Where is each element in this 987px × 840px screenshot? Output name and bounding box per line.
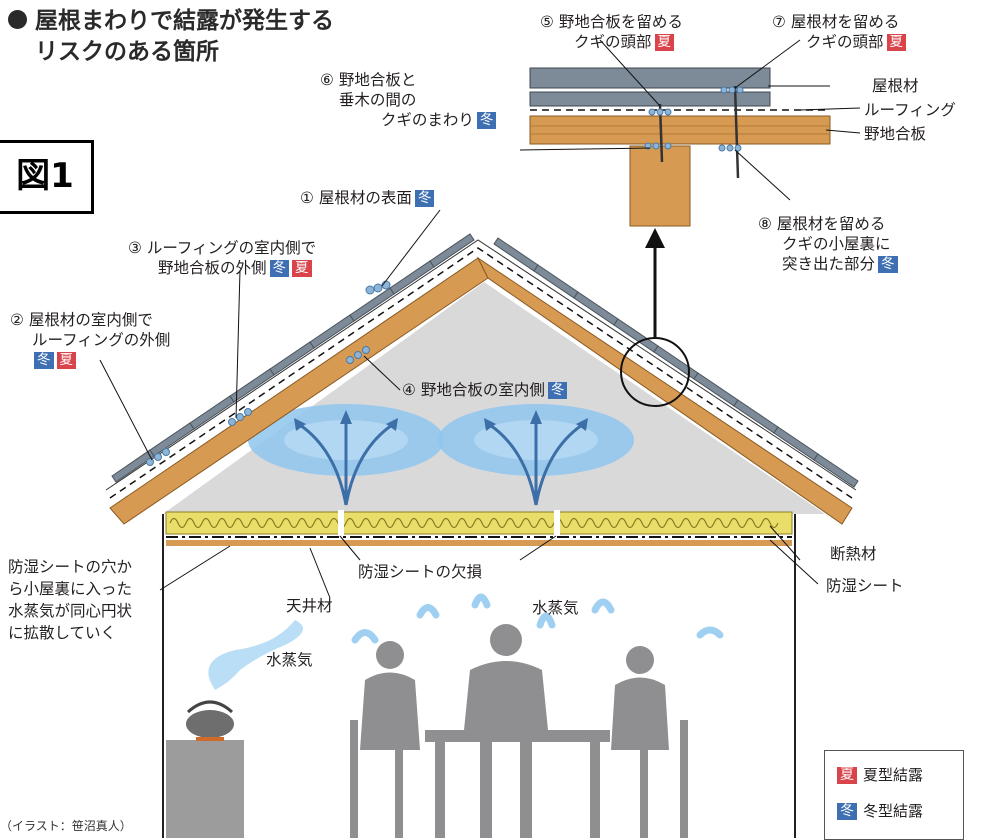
label-barrier-damage: 防湿シートの欠損 bbox=[358, 563, 483, 581]
legend-summer: 夏夏型結露 bbox=[837, 765, 923, 785]
callout-4: ④ 野地合板の室内側冬 bbox=[402, 380, 568, 400]
stove bbox=[166, 740, 244, 838]
roofing-underlayment bbox=[109, 247, 853, 499]
label-ceiling: 天井材 bbox=[286, 597, 333, 615]
label-insulation: 断熱材 bbox=[830, 545, 877, 563]
bullet-dot bbox=[8, 10, 27, 29]
winter-tag: 冬 bbox=[34, 352, 54, 369]
winter-tag: 冬 bbox=[878, 256, 898, 273]
summer-tag: 夏 bbox=[886, 34, 907, 51]
rafter-right bbox=[476, 256, 853, 525]
roof-shingles bbox=[111, 233, 859, 488]
winter-tag: 冬 bbox=[547, 382, 568, 399]
summer-tag: 夏 bbox=[56, 352, 76, 369]
label-steam-people: 水蒸気 bbox=[532, 599, 579, 617]
label-roofing-felt: ルーフィング bbox=[864, 101, 956, 119]
callout-7: ⑦ 屋根材を留める クギの頭部夏 bbox=[772, 12, 907, 52]
callout-2: ② 屋根材の室内側で ルーフィングの外側 冬夏 bbox=[10, 311, 171, 369]
illustration-credit: （イラスト：笹沼真人） bbox=[0, 819, 132, 833]
summer-tag: 夏 bbox=[654, 34, 675, 51]
callout-1: ① 屋根材の表面冬 bbox=[300, 188, 435, 208]
winter-tag: 冬 bbox=[269, 260, 290, 277]
kettle bbox=[186, 710, 234, 738]
steam-wisps bbox=[351, 593, 724, 644]
label-steam-kettle: 水蒸気 bbox=[266, 651, 313, 669]
callout-leaders bbox=[99, 39, 861, 599]
callout-5: ⑤ 野地合板を留める クギの頭部夏 bbox=[540, 13, 683, 51]
figure-label: 図1 bbox=[0, 140, 94, 214]
label-sheathing: 野地合板 bbox=[864, 125, 927, 143]
vapor-flow-arrows bbox=[299, 420, 583, 506]
ceiling-board bbox=[166, 540, 792, 546]
summer-tag: 夏 bbox=[292, 260, 312, 277]
winter-tag: 冬 bbox=[837, 803, 857, 820]
winter-tag: 冬 bbox=[476, 112, 497, 129]
family-silhouettes bbox=[350, 624, 688, 838]
callout-3: ③ ルーフィングの室内側で 野地合板の外側冬夏 bbox=[128, 239, 317, 277]
diagram-title: 屋根まわりで結露が発生する リスクのある箇所 bbox=[8, 6, 334, 68]
summer-tag: 夏 bbox=[837, 767, 857, 784]
callout-8: ⑧ 屋根材を留める クギの小屋裏に 突き出た部分冬 bbox=[758, 214, 898, 274]
diffusion-note: 防湿シートの穴か ら小屋裏に入った 水蒸気が同心円状 に拡散していく bbox=[8, 558, 133, 642]
legend-box: 夏夏型結露 冬冬型結露 bbox=[824, 750, 964, 840]
legend-winter: 冬冬型結露 bbox=[837, 801, 923, 821]
kettle-steam bbox=[208, 620, 303, 690]
label-vapor-barrier: 防湿シート bbox=[826, 577, 904, 595]
insulation bbox=[165, 511, 793, 535]
winter-tag: 冬 bbox=[414, 190, 435, 207]
label-roofing-material: 屋根材 bbox=[872, 77, 919, 95]
roof-section-detail bbox=[529, 67, 831, 227]
dining-table bbox=[425, 730, 610, 742]
callout-6: ⑥ 野地合板と 垂木の間の クギのまわり冬 bbox=[320, 70, 497, 130]
